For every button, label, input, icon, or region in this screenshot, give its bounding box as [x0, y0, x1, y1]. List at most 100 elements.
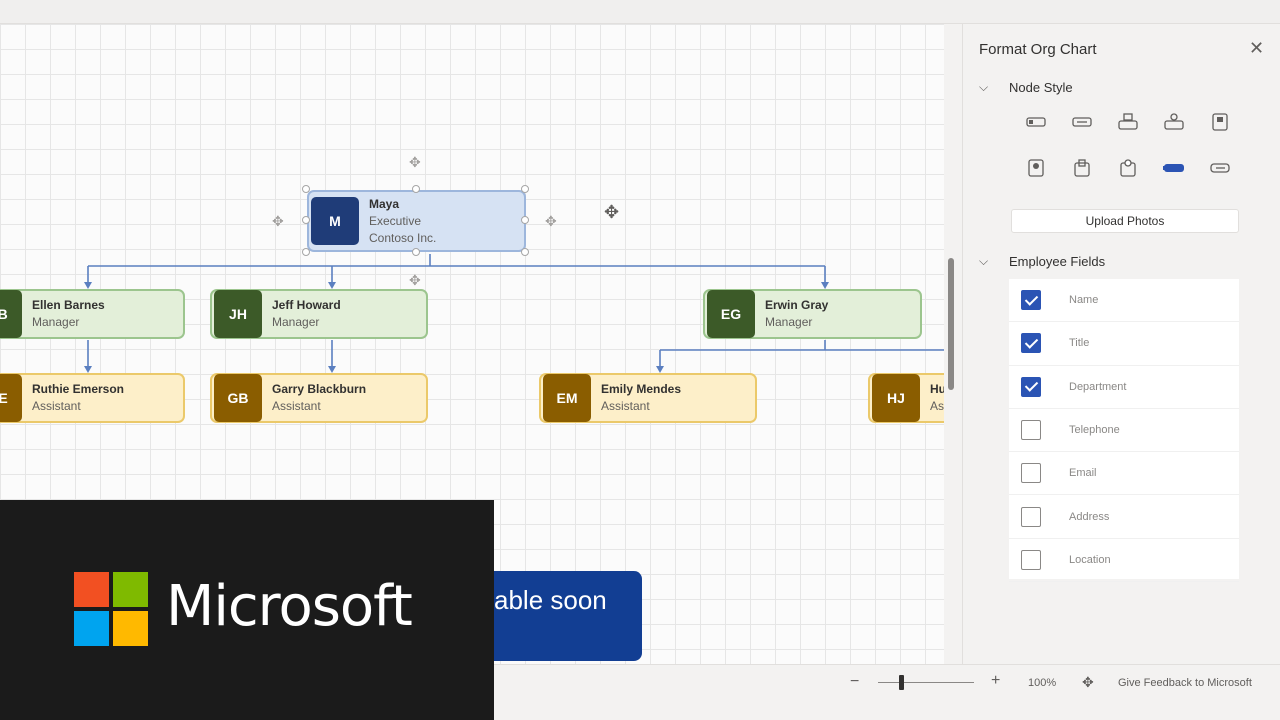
upload-photos-button[interactable]: Upload Photos — [1011, 209, 1239, 233]
field-label: Title — [1069, 337, 1090, 350]
org-node-executive[interactable]: M Maya Executive Contoso Inc. — [307, 190, 526, 252]
field-label: Location — [1069, 553, 1111, 566]
promo-banner: able soon — [470, 571, 642, 661]
zoom-slider-thumb[interactable] — [899, 675, 904, 690]
node-name: Emily Mendes — [601, 382, 682, 396]
node-title: Assistant — [272, 399, 321, 413]
resize-handle-bl[interactable] — [302, 248, 310, 256]
connector-lines — [84, 254, 944, 373]
status-bar: − + 100% ✥ Give Feedback to Microsoft — [494, 664, 1280, 720]
field-row-email[interactable]: Email — [1009, 452, 1239, 496]
checkbox[interactable] — [1021, 506, 1041, 527]
node-name: Erwin Gray — [765, 298, 829, 312]
zoom-in-button[interactable]: + — [991, 672, 1001, 689]
node-name: Ellen Barnes — [32, 298, 105, 312]
field-row-address[interactable]: Address — [1009, 495, 1239, 539]
diagram-canvas[interactable]: M Maya Executive Contoso Inc. ✥ ✥ ✥ ✥ ✥ … — [0, 24, 944, 664]
resize-handle-b[interactable] — [412, 248, 420, 256]
org-node-assistant[interactable]: HJ Hu As — [868, 373, 944, 423]
brand-wordmark: Microsoft — [166, 574, 413, 639]
section-label: Employee Fields — [1009, 254, 1106, 269]
section-node-style[interactable]: ⌵ Node Style — [979, 80, 1073, 95]
node-name: Hu — [930, 382, 944, 396]
node-style-icon[interactable] — [1059, 112, 1105, 132]
add-node-top-icon[interactable]: ✥ — [409, 154, 421, 170]
microsoft-logo-icon — [74, 572, 148, 646]
node-name: Jeff Howard — [272, 298, 341, 312]
chevron-down-icon: ⌵ — [979, 254, 989, 268]
avatar: GB — [214, 374, 262, 422]
field-label: Email — [1069, 467, 1097, 480]
org-node-assistant[interactable]: EM Emily Mendes Assistant — [539, 373, 757, 423]
promo-text: able soon — [494, 585, 607, 615]
org-node-assistant[interactable]: GB Garry Blackburn Assistant — [210, 373, 428, 423]
checkbox-checked[interactable] — [1021, 333, 1041, 354]
field-label: Address — [1069, 510, 1110, 523]
field-row-telephone[interactable]: Telephone — [1009, 409, 1239, 453]
node-style-icon[interactable] — [1105, 158, 1151, 178]
node-style-icon[interactable] — [1197, 112, 1243, 132]
node-department: Contoso Inc. — [369, 230, 437, 245]
org-node-manager[interactable]: JH Jeff Howard Manager — [210, 289, 428, 339]
node-name: Garry Blackburn — [272, 382, 367, 396]
node-style-icon[interactable] — [1013, 158, 1059, 178]
field-row-location[interactable]: Location — [1009, 539, 1239, 583]
resize-handle-tl[interactable] — [302, 185, 310, 193]
node-title: Assistant — [601, 399, 650, 413]
resize-handle-r[interactable] — [521, 216, 529, 224]
checkbox-checked[interactable] — [1021, 290, 1041, 311]
node-title: Manager — [272, 315, 320, 329]
node-style-icon[interactable] — [1059, 158, 1105, 178]
resize-handle-l[interactable] — [302, 216, 310, 224]
checkbox[interactable] — [1021, 420, 1041, 441]
avatar: EB — [0, 290, 22, 338]
node-title: Executive — [369, 213, 422, 228]
node-name: Ruthie Emerson — [32, 382, 125, 396]
add-node-bottom-icon[interactable]: ✥ — [409, 272, 421, 288]
node-style-grid — [1013, 112, 1243, 178]
node-style-icon[interactable] — [1105, 112, 1151, 132]
avatar: RE — [0, 374, 22, 422]
field-row-name[interactable]: Name — [1009, 279, 1239, 323]
resize-handle-br[interactable] — [521, 248, 529, 256]
zoom-slider-track[interactable] — [878, 682, 974, 683]
zoom-level[interactable]: 100% — [1028, 677, 1057, 689]
org-node-manager[interactable]: EB Ellen Barnes Manager — [0, 289, 185, 339]
zoom-out-button[interactable]: − — [850, 673, 860, 690]
panel-title: Format Org Chart — [979, 41, 1097, 58]
avatar: M — [311, 197, 359, 245]
node-style-icon[interactable] — [1013, 112, 1059, 132]
avatar: JH — [214, 290, 262, 338]
node-title: Assistant — [32, 399, 81, 413]
vertical-scrollbar[interactable] — [948, 258, 954, 390]
add-node-right-icon[interactable]: ✥ — [545, 213, 557, 229]
node-style-icon-selected[interactable] — [1151, 158, 1197, 178]
resize-handle-tr[interactable] — [521, 185, 529, 193]
field-row-department[interactable]: Department — [1009, 366, 1239, 409]
microsoft-overlay: Microsoft — [0, 500, 494, 720]
avatar: HJ — [872, 374, 920, 422]
avatar: EG — [707, 290, 755, 338]
feedback-link[interactable]: Give Feedback to Microsoft — [1118, 677, 1252, 689]
field-row-title[interactable]: Title — [1009, 322, 1239, 366]
avatar: EM — [543, 374, 591, 422]
checkbox-checked[interactable] — [1021, 376, 1041, 397]
close-icon[interactable]: ✕ — [1249, 38, 1265, 58]
field-label: Name — [1069, 294, 1099, 307]
resize-handle-t[interactable] — [412, 185, 420, 193]
node-name: Maya — [369, 196, 400, 211]
node-style-icon[interactable] — [1151, 112, 1197, 132]
checkbox[interactable] — [1021, 463, 1041, 484]
org-node-assistant[interactable]: RE Ruthie Emerson Assistant — [0, 373, 185, 423]
fit-to-screen-icon[interactable]: ✥ — [1082, 674, 1094, 690]
add-node-left-icon[interactable]: ✥ — [272, 213, 284, 229]
org-node-manager[interactable]: EG Erwin Gray Manager — [703, 289, 922, 339]
section-employee-fields[interactable]: ⌵ Employee Fields — [979, 254, 1105, 269]
checkbox[interactable] — [1021, 549, 1041, 570]
node-title: Manager — [32, 315, 80, 329]
node-title: As — [930, 399, 944, 413]
chevron-down-icon: ⌵ — [979, 80, 989, 94]
node-style-icon[interactable] — [1197, 158, 1243, 178]
top-bar — [0, 0, 1280, 24]
section-label: Node Style — [1009, 80, 1073, 95]
